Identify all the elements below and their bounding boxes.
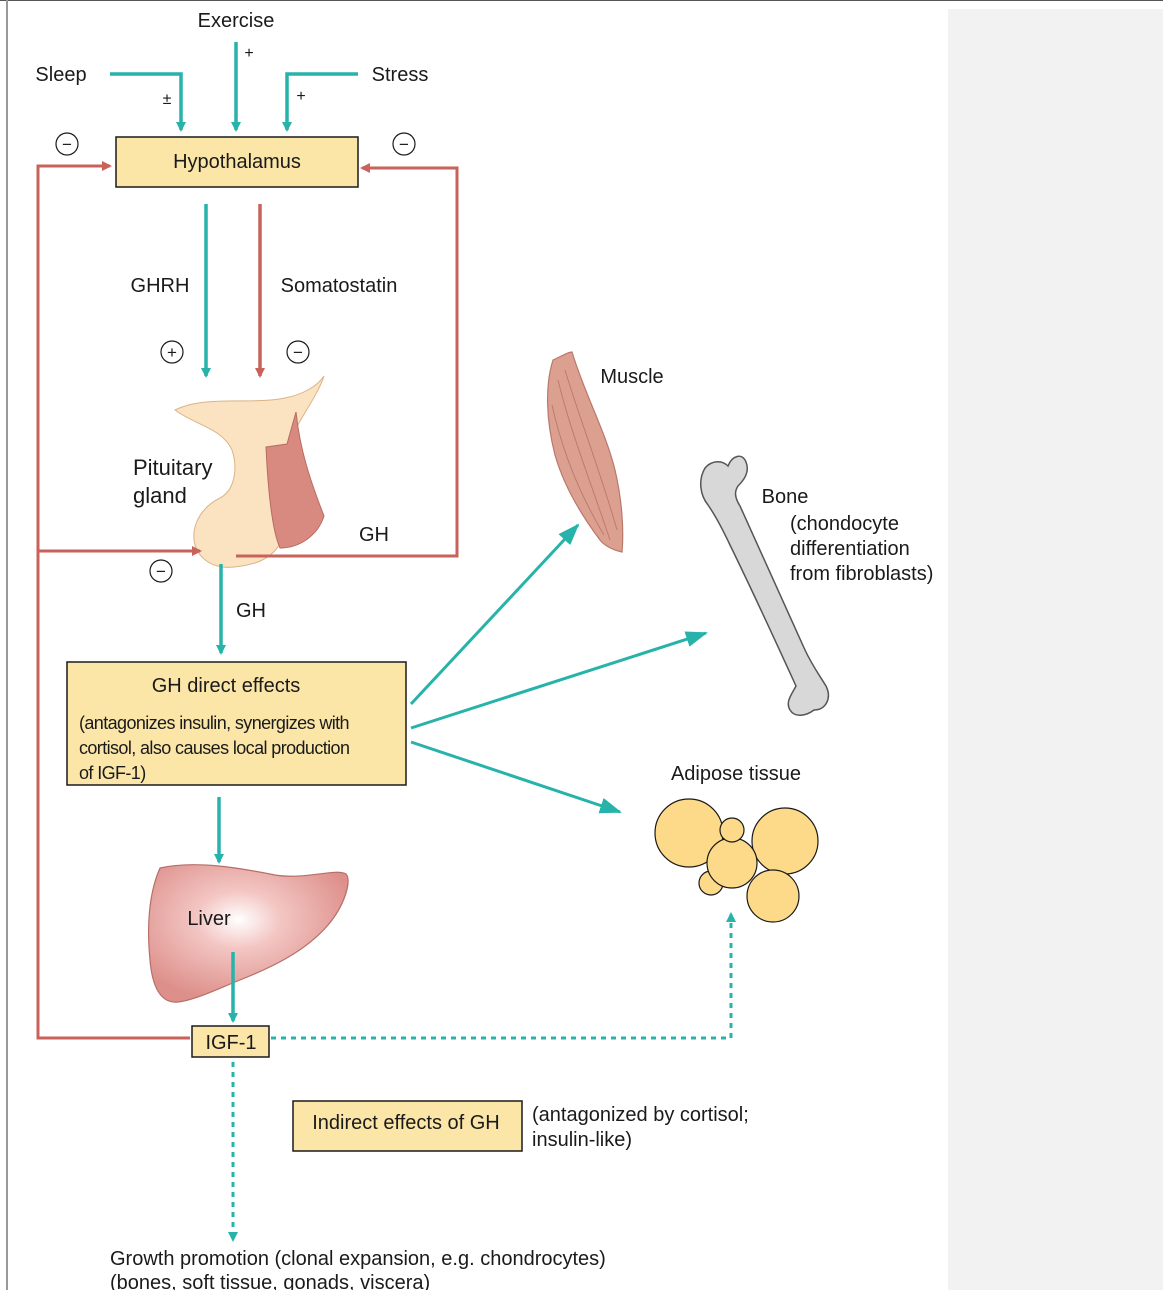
minus-sign-pituitary: − [150, 560, 172, 582]
igf1-to-adipose-dotted-arrow [271, 914, 731, 1038]
arrow-to-bone [411, 633, 706, 728]
exercise-plus-sign: + [244, 45, 253, 62]
indirect-effects-note-line1: (antagonized by cortisol; [532, 1104, 749, 1126]
minus-sign-left-hypothalamus: − [56, 133, 78, 155]
sleep-plusminus-sign: ± [163, 91, 172, 108]
svg-text:+: + [167, 343, 177, 362]
adipose-label: Adipose tissue [671, 763, 801, 785]
bone-note-line1: (chondocyte [790, 513, 899, 535]
somatostatin-label: Somatostatin [281, 275, 398, 297]
stress-label: Stress [372, 64, 429, 86]
ghrh-label: GHRH [131, 275, 190, 297]
sleep-label: Sleep [35, 64, 86, 86]
arrow-to-muscle [411, 525, 578, 704]
liver-label: Liver [187, 908, 231, 930]
exercise-label: Exercise [198, 10, 275, 32]
pituitary-label-line2: gland [133, 483, 187, 508]
svg-text:−: − [156, 562, 166, 581]
minus-sign-somatostatin: − [287, 341, 309, 363]
svg-text:−: − [293, 343, 303, 362]
igf1-label: IGF-1 [205, 1032, 256, 1054]
gh-release-label: GH [236, 600, 266, 622]
liver-illustration [149, 865, 349, 1002]
arrow-to-adipose [411, 742, 620, 812]
gh-direct-effects-title: GH direct effects [152, 675, 301, 697]
svg-text:−: − [399, 135, 409, 154]
growth-promotion-line2: (bones, soft tissue, gonads, viscera) [110, 1272, 430, 1290]
gh-feedback-label: GH [359, 524, 389, 546]
indirect-effects-note-line2: insulin-like) [532, 1129, 632, 1151]
adipose-tissue-illustration [655, 799, 818, 922]
gh-direct-effects-line3: of IGF-1) [79, 763, 146, 783]
indirect-effects-title: Indirect effects of GH [312, 1112, 500, 1134]
pituitary-label-line1: Pituitary [133, 455, 212, 480]
bone-note-line3: from fibroblasts) [790, 563, 933, 585]
minus-sign-right-hypothalamus: − [393, 133, 415, 155]
plus-sign-ghrh: + [161, 341, 183, 363]
gh-direct-effects-line1: (antagonizes insulin, synergizes with [79, 713, 349, 733]
bone-note-line2: differentiation [790, 538, 910, 560]
growth-promotion-line1: Growth promotion (clonal expansion, e.g.… [110, 1248, 606, 1270]
stress-plus-sign: + [296, 88, 305, 105]
svg-text:−: − [62, 135, 72, 154]
gh-direct-effects-line2: cortisol, also causes local production [79, 738, 349, 758]
bone-label: Bone [762, 486, 809, 508]
muscle-label: Muscle [600, 366, 663, 388]
hypothalamus-label: Hypothalamus [173, 151, 301, 173]
